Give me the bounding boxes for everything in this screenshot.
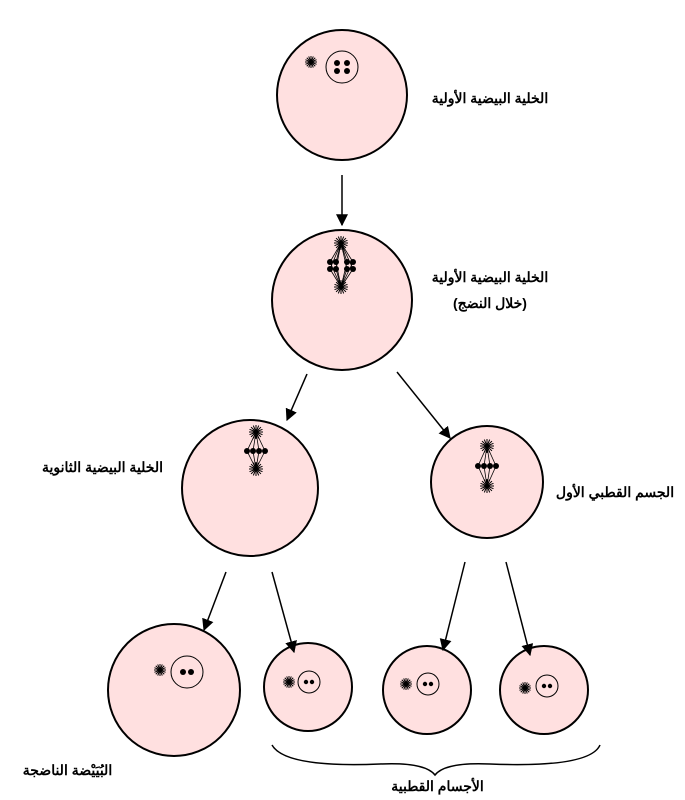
- chromosome-dot: [350, 259, 356, 265]
- centrosome-star-icon: [400, 678, 412, 690]
- label-primary-oocyte: الخلية البيضية الأولية: [431, 90, 549, 106]
- star-ray: [154, 667, 166, 673]
- chromosome-dot: [344, 60, 350, 66]
- chromosome-dot: [250, 448, 256, 454]
- chromosome-dot: [333, 259, 339, 265]
- chromosome-dot: [344, 259, 350, 265]
- star-ray: [334, 239, 348, 247]
- arrow: [439, 561, 466, 652]
- chromosome-dot: [344, 266, 350, 272]
- polar-body-cell: [382, 645, 472, 735]
- arrow: [285, 373, 308, 422]
- centrosome-star-icon: [480, 479, 494, 493]
- label-polar-bodies: الأجسام القطبية: [391, 778, 484, 794]
- chromosome-dot: [422, 681, 428, 687]
- chromosome-dot: [327, 259, 333, 265]
- secondary-oocyte-cell: [181, 419, 319, 557]
- star-ray: [400, 681, 412, 687]
- chromosome-dot: [350, 266, 356, 272]
- chromosome-dot: [256, 448, 262, 454]
- star-ray: [249, 465, 263, 473]
- chromosome-dot: [327, 266, 333, 272]
- label-secondary-oocyte: الخلية البيضية الثانوية: [42, 459, 163, 475]
- arrow: [396, 371, 451, 439]
- chromosome-dot: [188, 669, 194, 675]
- centrosome-star-icon: [334, 280, 348, 294]
- centrosome-star-icon: [519, 682, 531, 694]
- chromosome-dot: [428, 681, 434, 687]
- nucleus: [535, 674, 559, 698]
- mature-ovum-cell: [107, 623, 241, 757]
- cell-membrane: [181, 419, 319, 557]
- chromosome-dot: [333, 266, 339, 272]
- chromosome-dot: [309, 679, 315, 685]
- arrow: [505, 561, 534, 657]
- label-first-polar-body: الجسم القطبي الأول: [555, 484, 675, 500]
- nucleus: [416, 672, 440, 696]
- centrosome-star-icon: [480, 439, 494, 453]
- polar-body-cell: [499, 645, 589, 735]
- chromosome-dot: [475, 463, 481, 469]
- centrosome-star-icon: [249, 425, 263, 439]
- star-ray: [480, 442, 494, 450]
- centrosome-star-icon: [154, 664, 166, 676]
- centrosome-star-icon: [305, 56, 317, 68]
- chromosome-dot: [334, 60, 340, 66]
- primary-oocyte-cell: [276, 29, 408, 161]
- label-mature-ovum: البُيَيْضة الناضجة: [22, 762, 113, 778]
- chromosome-dot: [344, 68, 350, 74]
- chromosome-dot: [180, 669, 186, 675]
- centrosome-star-icon: [249, 462, 263, 476]
- chromosome-dot: [481, 463, 487, 469]
- star-ray: [334, 283, 348, 291]
- polar-body-cell: [263, 642, 353, 732]
- chromosome-dot: [493, 463, 499, 469]
- label-primary-oocyte-maturing: الخلية البيضية الأولية: [431, 269, 549, 285]
- polar-bodies-brace: [271, 744, 601, 777]
- star-ray: [480, 482, 494, 490]
- chromosome-dot: [547, 683, 553, 689]
- centrosome-star-icon: [334, 236, 348, 250]
- star-ray: [249, 428, 263, 436]
- chromosome-dot: [487, 463, 493, 469]
- star-ray: [305, 59, 317, 65]
- first-polar-body-cell: [430, 425, 544, 539]
- cell-membrane: [271, 229, 413, 371]
- label-during-maturation: (خلال النضج): [453, 295, 527, 311]
- nucleus: [325, 50, 359, 84]
- spindle-fiber: [340, 242, 354, 263]
- chromosome-dot: [334, 68, 340, 74]
- arrow: [271, 571, 297, 654]
- star-ray: [283, 679, 295, 685]
- chromosome-dot: [262, 448, 268, 454]
- spindle-fiber: [329, 268, 342, 288]
- chromosome-dot: [303, 679, 309, 685]
- chromosome-dot: [541, 683, 547, 689]
- arrow: [202, 571, 227, 632]
- primary-oocyte-maturing-cell: [271, 229, 413, 371]
- cell-membrane: [107, 623, 241, 757]
- nucleus: [297, 670, 321, 694]
- star-ray: [519, 685, 531, 691]
- chromosome-dot: [244, 448, 250, 454]
- cell-membrane: [276, 29, 408, 161]
- centrosome-star-icon: [283, 676, 295, 688]
- nucleus: [170, 655, 204, 689]
- spindle-fiber: [340, 268, 354, 288]
